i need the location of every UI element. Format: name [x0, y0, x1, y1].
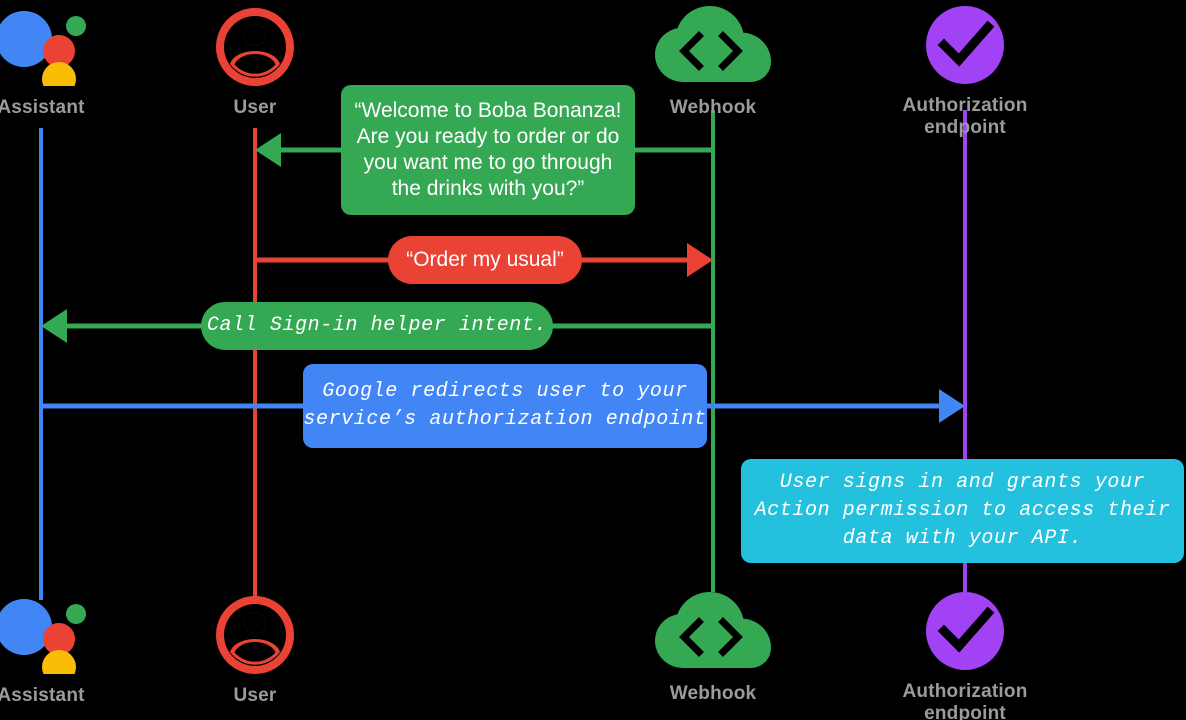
google-assistant-icon [0, 8, 141, 96]
actor-assistant-top: Assistant [0, 8, 141, 119]
actor-user-bottom: User [155, 596, 355, 707]
actor-label-webhook: Webhook [669, 97, 757, 118]
lifeline-webhook [711, 110, 715, 592]
user-avatar-icon [155, 8, 355, 91]
actor-label-user: User [233, 97, 277, 118]
message-text-welcome: “Welcome to Boba Bonanza! Are you ready … [354, 99, 622, 200]
lifeline-assistant [39, 128, 43, 600]
google-assistant-icon [0, 596, 141, 684]
arrow-head-google-redirect [939, 389, 965, 423]
arrow-head-order-my-usual [687, 243, 713, 277]
message-text-google-redirect: Google redirects user to your service’s … [303, 380, 707, 431]
message-bubble-google-redirect: Google redirects user to your service’s … [303, 364, 707, 448]
message-text-user-signs-in: User signs in and grants your Action per… [754, 471, 1171, 550]
actor-assistant-bottom: Assistant [0, 596, 141, 707]
user-avatar-icon [155, 596, 355, 679]
actor-label-user: User [233, 685, 277, 706]
lifeline-user [253, 128, 257, 600]
lifeline-authorization [963, 110, 967, 592]
cloud-code-icon [613, 592, 813, 677]
actor-authorization-bottom: Authorization endpoint [865, 592, 1065, 720]
message-bubble-call-signin-helper: Call Sign-in helper intent. [201, 302, 553, 350]
actor-label-assistant: Assistant [0, 97, 85, 118]
message-text-order-my-usual: “Order my usual” [406, 248, 564, 271]
arrow-head-call-signin-helper [41, 309, 67, 343]
actor-label-assistant: Assistant [0, 685, 85, 706]
message-bubble-user-signs-in: User signs in and grants your Action per… [741, 459, 1184, 563]
purple-check-circle-icon [865, 592, 1065, 675]
actor-webhook-bottom: Webhook [613, 592, 813, 705]
actor-label-authorization: Authorization endpoint [902, 95, 1028, 138]
message-bubble-welcome: “Welcome to Boba Bonanza! Are you ready … [341, 85, 635, 215]
actor-label-webhook: Webhook [669, 683, 757, 704]
actor-label-authorization: Authorization endpoint [902, 681, 1028, 720]
cloud-code-icon [613, 6, 813, 91]
actor-authorization-top: Authorization endpoint [865, 6, 1065, 139]
actor-webhook-top: Webhook [613, 6, 813, 119]
arrow-head-welcome [255, 133, 281, 167]
actor-user-top: User [155, 8, 355, 119]
message-text-call-signin-helper: Call Sign-in helper intent. [206, 314, 548, 337]
message-bubble-order-my-usual: “Order my usual” [388, 236, 582, 284]
purple-check-circle-icon [865, 6, 1065, 89]
